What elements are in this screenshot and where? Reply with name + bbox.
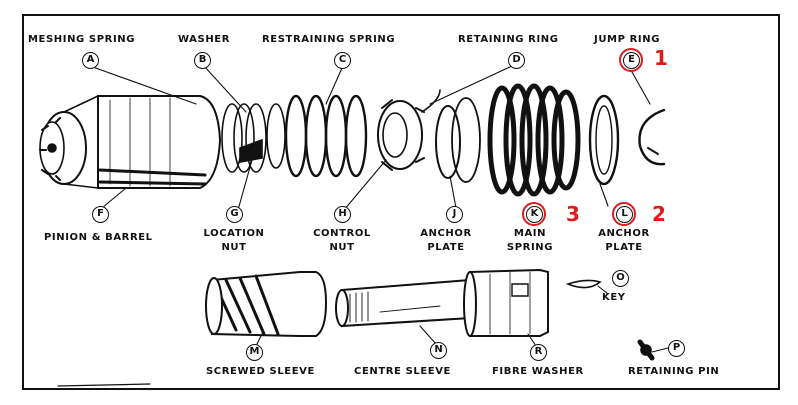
- meshing-spring-part: [221, 103, 267, 173]
- label-centre-sleeve: CENTRE SLEEVE: [354, 366, 451, 377]
- washer-part: [266, 103, 286, 169]
- callout-b: B: [194, 52, 211, 69]
- label-washer: WASHER: [178, 34, 231, 45]
- label-main-spring-1: MAIN: [513, 228, 547, 239]
- annotation-number-2: 2: [652, 202, 666, 226]
- callout-n: N: [430, 342, 447, 359]
- fibre-washer-barrel-part: [463, 268, 549, 337]
- key-part: [565, 279, 602, 289]
- retaining-ring-part: [451, 97, 481, 183]
- label-key: KEY: [602, 292, 626, 303]
- label-location-nut-1: LOCATION: [203, 228, 265, 239]
- label-anchor-plate-j-1: ANCHOR: [420, 228, 472, 239]
- label-meshing-spring: MESHING SPRING: [28, 34, 136, 45]
- label-pinion-barrel: PINION & BARREL: [44, 232, 153, 243]
- diagram-frame: [22, 14, 780, 390]
- label-retaining-pin: RETAINING PIN: [628, 366, 720, 377]
- label-control-nut-2: NUT: [329, 242, 355, 253]
- screwed-sleeve-part: [205, 271, 328, 337]
- main-spring-part: [487, 83, 581, 197]
- leader-lines: [89, 65, 651, 211]
- retaining-pin-part: [637, 339, 655, 361]
- callout-c: C: [334, 52, 351, 69]
- callout-f: F: [92, 206, 109, 223]
- label-anchor-plate-l-2: PLATE: [605, 242, 643, 253]
- label-jump-ring: JUMP RING: [594, 34, 661, 45]
- anchor-plate-l-part: [588, 94, 620, 186]
- callout-j: J: [446, 206, 463, 223]
- label-screwed-sleeve: SCREWED SLEEVE: [206, 366, 315, 377]
- label-control-nut-1: CONTROL: [313, 228, 371, 239]
- annotation-number-1: 1: [654, 46, 668, 70]
- label-location-nut-2: NUT: [221, 242, 247, 253]
- highlight-ring-e: [619, 48, 643, 72]
- label-restraining-spring: RESTRAINING SPRING: [262, 34, 396, 45]
- control-nut-part: [377, 89, 441, 171]
- annotation-number-3: 3: [566, 202, 580, 226]
- callout-a: A: [82, 52, 99, 69]
- callout-g: G: [226, 206, 243, 223]
- callout-p: P: [668, 340, 685, 357]
- restraining-spring-part: [284, 94, 368, 178]
- callout-m: M: [246, 344, 263, 361]
- label-anchor-plate-j-2: PLATE: [427, 242, 465, 253]
- pinion-barrel-part: [39, 95, 222, 189]
- callout-o: O: [612, 270, 629, 287]
- highlight-ring-l: [612, 202, 636, 226]
- callout-h: H: [334, 206, 351, 223]
- highlight-ring-k: [522, 202, 546, 226]
- label-retaining-ring: RETAINING RING: [458, 34, 559, 45]
- jump-ring-part: [638, 108, 666, 166]
- centre-sleeve-part: [335, 278, 471, 328]
- callout-d: D: [508, 52, 525, 69]
- label-anchor-plate-l-1: ANCHOR: [598, 228, 650, 239]
- anchor-plate-j-part: [435, 105, 461, 179]
- label-main-spring-2: SPRING: [506, 242, 554, 253]
- label-fibre-washer: FIBRE WASHER: [492, 366, 584, 377]
- callout-r: R: [530, 344, 547, 361]
